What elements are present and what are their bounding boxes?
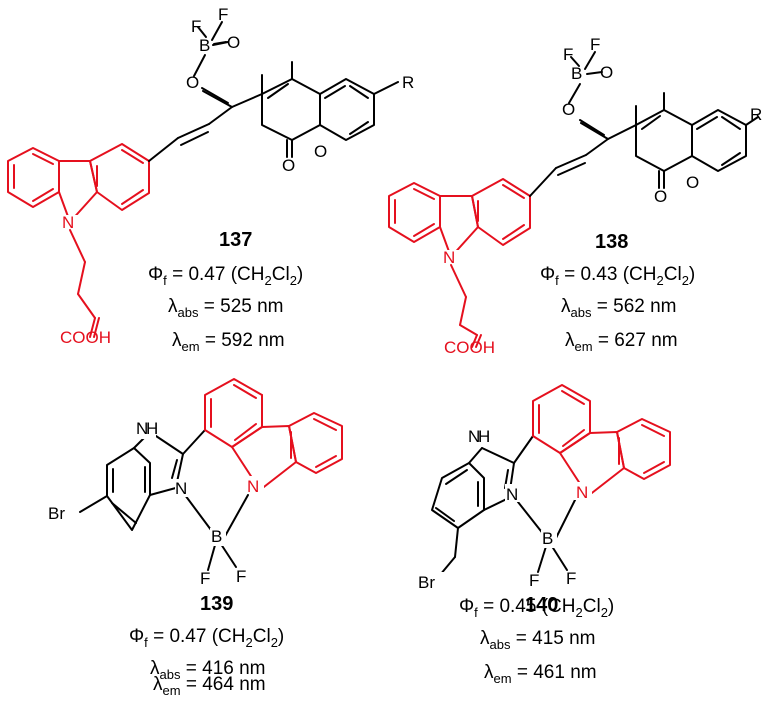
fluorine-140a: F xyxy=(529,571,539,590)
fluorine-137a: F xyxy=(191,17,201,36)
compound-137-structure: N COOH xyxy=(7,21,399,347)
quantum-yield-138: Φf = 0.43 (CH2Cl2) xyxy=(540,264,695,288)
fluorine-139b: F xyxy=(236,567,246,586)
quantum-yield-140-text: Φf = 0.45 (CH2Cl2) xyxy=(459,596,614,620)
boron-137: B xyxy=(199,36,210,55)
compound-number-138: 138 xyxy=(595,231,628,253)
oxygen-138c: O xyxy=(686,173,699,192)
fluorine-138a: F xyxy=(563,45,573,64)
fluorine-139a: F xyxy=(200,569,210,588)
compound-138-data: 138 Φf = 0.43 (CH2Cl2) λabs = 562 nm λem… xyxy=(540,231,695,354)
absorption-139: λabs = 416 nm xyxy=(150,658,266,682)
substituent-138: R xyxy=(750,105,762,124)
nitrogen-140a: N xyxy=(468,427,480,446)
hydrogen-140: H xyxy=(478,427,490,446)
quantum-yield-137: Φf = 0.47 (CH2Cl2) xyxy=(148,264,303,288)
compound-number-139: 139 xyxy=(200,593,233,615)
substituent-137: R xyxy=(402,73,414,92)
fluorine-137b: F xyxy=(218,5,228,24)
boron-140: B xyxy=(542,529,553,548)
nitrogen-140b: N xyxy=(506,485,518,504)
compound-139-data: 139 Φf = 0.47 (CH2Cl2) λabs = 416 nm λem… xyxy=(129,593,284,698)
oxygen-137c: O xyxy=(314,142,327,161)
acid-label-137: COOH xyxy=(60,328,111,347)
nitrogen-139b: N xyxy=(175,479,187,498)
bromine-139: Br xyxy=(48,504,65,523)
emission-137: λem = 592 nm xyxy=(172,330,285,354)
nitrogen-140c: N xyxy=(576,483,588,502)
carbazole-138 xyxy=(388,178,531,348)
oxygen-137b: O xyxy=(186,73,199,92)
compound-139-structure xyxy=(79,378,343,571)
emission-138: λem = 627 nm xyxy=(565,330,678,354)
compound-137-data: 137 Φf = 0.47 (CH2Cl2) λabs = 525 nm λem… xyxy=(148,229,303,354)
compound-number-140: 140 xyxy=(525,594,558,616)
hydrogen-139: H xyxy=(146,419,158,438)
nitrogen-139a: N xyxy=(136,419,148,438)
oxygen-138b: O xyxy=(562,100,575,119)
nitrogen-137: N xyxy=(62,213,74,232)
fluorine-140b: F xyxy=(566,569,576,588)
boron-139: B xyxy=(211,527,222,546)
carbazole-137 xyxy=(7,143,150,338)
emission-139: λem = 464 nm xyxy=(153,674,266,698)
boron-138: B xyxy=(571,64,582,83)
oxygen-137d: O xyxy=(282,156,295,175)
oxygen-137a: O xyxy=(227,33,240,52)
compound-140-structure xyxy=(430,384,671,590)
absorption-137: λabs = 525 nm xyxy=(168,296,284,320)
quantum-yield-139: Φf = 0.47 (CH2Cl2) xyxy=(129,626,284,650)
compound-number-137: 137 xyxy=(219,229,252,251)
emission-140: λem = 461 nm xyxy=(484,662,597,686)
absorption-140: λabs = 415 nm xyxy=(480,628,596,652)
absorption-138: λabs = 562 nm xyxy=(561,296,677,320)
oxygen-138a: O xyxy=(600,63,613,82)
oxygen-138d: O xyxy=(654,187,667,206)
acid-label-138: COOH xyxy=(444,338,495,357)
compound-140-data: 140 Φf = 0.45 (CH2Cl2) λabs = 415 nm λem… xyxy=(459,594,614,686)
bromine-140: Br xyxy=(418,573,435,592)
compound-138-structure: N COOH xyxy=(388,51,759,357)
fluorine-138b: F xyxy=(590,35,600,54)
nitrogen-138: N xyxy=(443,248,455,267)
nitrogen-139c: N xyxy=(247,477,259,496)
